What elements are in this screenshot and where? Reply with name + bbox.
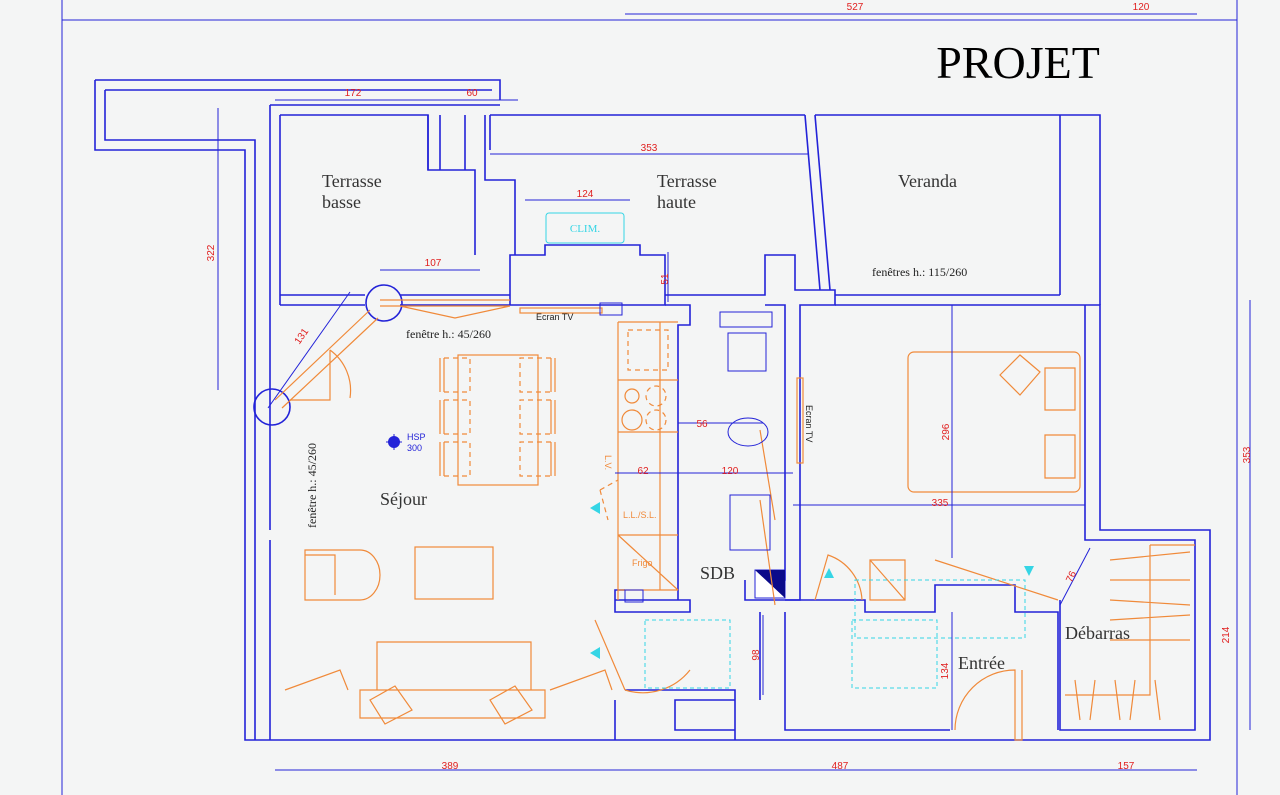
dims-14: 335 — [932, 498, 949, 509]
dims-16: 76 — [1064, 569, 1079, 584]
notes-fenetre-sejour-left: fenêtre h.: 45/260 — [305, 443, 319, 528]
room-sejour: Séjour — [380, 489, 427, 509]
rooms-terrasse-basse-2: basse — [322, 192, 361, 212]
dims-9: 322 — [206, 244, 217, 261]
dims-15: 353 — [1242, 446, 1253, 463]
dimensions: 527 120 172 60 353 124 107 51 131 322 56… — [206, 2, 1253, 772]
notes-ecran-tv-1: Ecran TV — [536, 312, 573, 322]
annotations: fenêtres h.: 115/260 fenêtre h.: 45/260 … — [305, 265, 967, 568]
rooms-terrasse-haute-2: haute — [657, 192, 696, 212]
dims-0: 527 — [847, 2, 864, 13]
dims-7: 51 — [660, 273, 671, 285]
clim-unit: CLIM. — [545, 212, 1034, 689]
room-labels: Terrasse basse Terrasse haute Veranda Sé… — [322, 171, 1130, 673]
notes-lv: L.V. — [603, 455, 613, 470]
dims-8: 131 — [293, 326, 312, 346]
dims-19: 134 — [940, 662, 951, 679]
dims-12: 120 — [722, 466, 739, 477]
dims-11: 62 — [637, 466, 649, 477]
dims-10: 56 — [696, 419, 708, 430]
bathroom-fixtures — [599, 302, 773, 603]
page-title: PROJET — [936, 37, 1100, 88]
room-entree: Entrée — [958, 653, 1005, 673]
dims-1: 120 — [1133, 2, 1150, 13]
notes-fenetre-sejour-top: fenêtre h.: 45/260 — [406, 327, 491, 341]
dims-21: 487 — [832, 761, 849, 772]
dims-22: 157 — [1118, 761, 1135, 772]
dims-2: 172 — [345, 88, 362, 99]
notes-frigo: Frigo — [632, 558, 653, 568]
dims-5: 124 — [577, 189, 594, 200]
hsp-marker: HSP 300 — [386, 432, 426, 453]
walls — [94, 79, 1211, 741]
clim-label: CLIM. — [570, 223, 601, 235]
room-sdb: SDB — [700, 563, 735, 583]
notes-ll-sl: L.L./S.L. — [623, 510, 657, 520]
shower-drain — [727, 332, 767, 372]
notes-ecran-tv-2: Ecran TV — [804, 405, 814, 442]
notes-hsp-2: 300 — [407, 443, 422, 453]
toilet — [727, 417, 769, 447]
room-terrasse-haute: Terrasse — [657, 171, 717, 191]
sink — [729, 494, 771, 551]
dims-6: 107 — [425, 258, 442, 269]
dining-chairs — [439, 357, 556, 477]
room-terrasse-basse: Terrasse — [322, 171, 382, 191]
room-debarras: Débarras — [1065, 623, 1130, 643]
bed — [907, 351, 1081, 493]
notes-fenetres-veranda: fenêtres h.: 115/260 — [872, 265, 967, 279]
notes-hsp-1: HSP — [407, 432, 426, 442]
dims-13: 296 — [941, 423, 952, 440]
dims-20: 389 — [442, 761, 459, 772]
room-veranda: Veranda — [898, 171, 957, 191]
dims-4: 353 — [641, 143, 658, 154]
dims-3: 60 — [466, 88, 478, 99]
coffee-table — [414, 546, 494, 600]
dims-17: 214 — [1221, 626, 1232, 643]
sheet-frame — [61, 0, 1238, 795]
dims-18: 98 — [751, 649, 762, 661]
furniture — [274, 299, 1195, 741]
